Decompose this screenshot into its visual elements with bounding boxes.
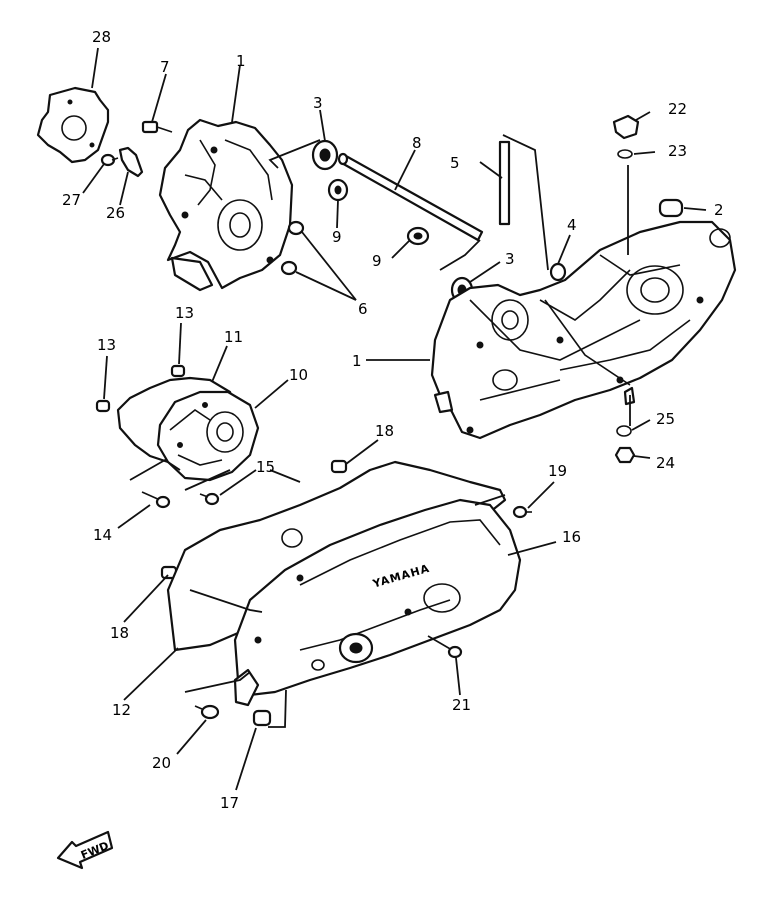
fwd-arrow-icon: FWD xyxy=(56,830,114,870)
part-13-dowel-b xyxy=(170,364,186,378)
callout-25: 25 xyxy=(656,410,675,428)
part-6-dowels xyxy=(280,220,305,276)
right-crankcase xyxy=(430,220,737,440)
part-25-washer xyxy=(616,425,632,437)
part-3-bearing-upper xyxy=(311,139,339,171)
part-28-plate xyxy=(36,86,110,164)
callout-labels: 28 7 1 3 8 22 5 23 27 26 9 2 4 9 3 6 13 … xyxy=(62,28,724,812)
callout-8: 8 xyxy=(412,134,422,152)
part-7-bolt xyxy=(141,120,173,134)
part-22-cap xyxy=(612,114,640,140)
callout-24: 24 xyxy=(656,454,675,472)
callout-16: 16 xyxy=(562,528,581,546)
part-4-bolt xyxy=(549,262,567,282)
part-23-oring xyxy=(617,149,633,159)
part-26-clip xyxy=(118,146,144,178)
callout-19: 19 xyxy=(548,462,567,480)
part-8-shaft xyxy=(337,152,484,242)
part-18-dowel-a xyxy=(330,459,348,474)
leader-lines xyxy=(82,47,707,791)
part-2-plug xyxy=(658,198,684,218)
callout-6: 6 xyxy=(358,300,368,318)
callout-3-lower: 3 xyxy=(505,250,515,268)
callout-17: 17 xyxy=(220,794,239,812)
callout-15: 15 xyxy=(256,458,275,476)
callout-3-upper: 3 xyxy=(313,94,323,112)
callout-28: 28 xyxy=(92,28,111,46)
callout-10: 10 xyxy=(289,366,308,384)
callout-5: 5 xyxy=(450,154,460,172)
callout-4: 4 xyxy=(567,216,577,234)
callout-26: 26 xyxy=(106,204,125,222)
callout-13-lower: 13 xyxy=(97,336,116,354)
callout-1-left: 1 xyxy=(236,52,246,70)
callout-12: 12 xyxy=(112,701,131,719)
part-10-cover xyxy=(156,390,260,482)
callout-7: 7 xyxy=(160,58,170,76)
callout-1-right: 1 xyxy=(352,352,362,370)
callout-9-upper: 9 xyxy=(332,228,342,246)
part-9-seal-lower xyxy=(406,226,430,246)
callout-21: 21 xyxy=(452,696,471,714)
left-crankcase xyxy=(158,118,294,292)
callout-14: 14 xyxy=(93,526,112,544)
part-27-plug xyxy=(100,153,119,167)
part-20-bolt xyxy=(194,704,220,720)
callout-27: 27 xyxy=(62,191,81,209)
part-9-seal-upper xyxy=(327,178,349,202)
callout-18-upper: 18 xyxy=(375,422,394,440)
callout-13-upper: 13 xyxy=(175,304,194,322)
part-5-pipe xyxy=(498,140,511,226)
part-14-bolt xyxy=(141,491,171,509)
part-13-dowel-a xyxy=(95,399,111,413)
callout-22: 22 xyxy=(668,100,687,118)
part-15-bolt xyxy=(199,492,220,506)
part-16-crankcase-cover: YAMAHA xyxy=(233,498,522,707)
part-21-bolt xyxy=(427,635,463,659)
callout-2: 2 xyxy=(714,201,724,219)
part-24-drain-plug xyxy=(614,446,636,464)
callout-11: 11 xyxy=(224,328,243,346)
part-19-bolt xyxy=(512,505,532,519)
callout-23: 23 xyxy=(668,142,687,160)
callout-18-lower: 18 xyxy=(110,624,129,642)
callout-9-lower: 9 xyxy=(372,252,382,270)
callout-20: 20 xyxy=(152,754,171,772)
part-17-dowel xyxy=(252,709,272,727)
